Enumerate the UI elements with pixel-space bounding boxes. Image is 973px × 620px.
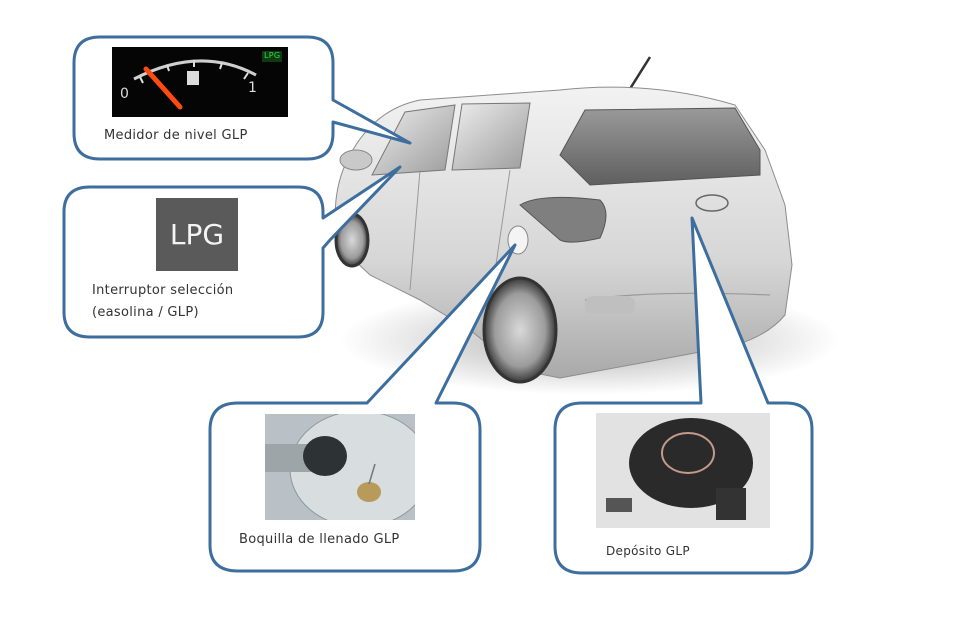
gauge-needle [143,66,183,110]
tank-caption: Depósito GLP [606,544,690,558]
lpg-badge: LPG [264,51,281,60]
fuel-pump-icon [187,71,199,85]
filler-nozzle-image [265,414,415,520]
lpg-switch-button-image: LPG [156,198,238,271]
gauge-max-label: 1 [248,80,258,96]
lpg-tank-image [596,413,770,528]
nozzle-caption: Boquilla de llenado GLP [239,532,400,547]
lpg-gauge-image [112,47,288,117]
gauge-caption: Medidor de nivel GLP [104,128,248,143]
gauge-min-label: 0 [120,86,130,102]
lpg-switch-text: LPG [169,218,225,251]
switch-caption-line1: Interruptor selección [92,283,234,298]
switch-caption-line2: (easolina / GLP) [92,305,199,320]
